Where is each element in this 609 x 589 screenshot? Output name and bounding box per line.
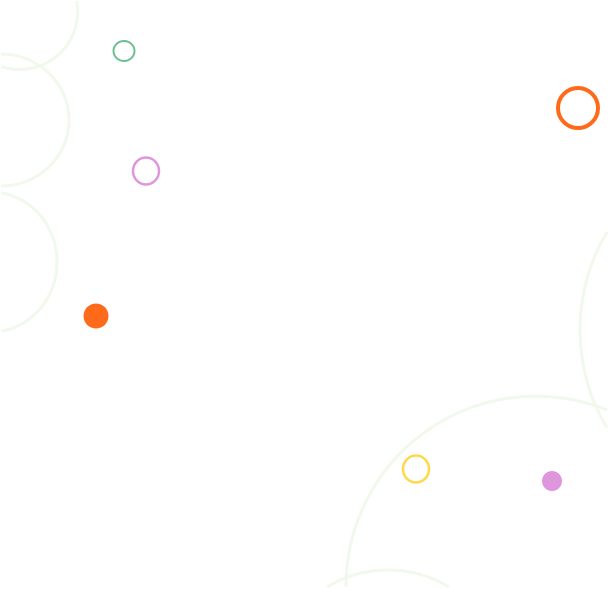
orange-dot bbox=[83, 303, 109, 329]
faint-ring bbox=[0, 52, 71, 188]
faint-ring bbox=[0, 191, 59, 333]
pink-dot bbox=[542, 471, 562, 491]
faint-ring bbox=[326, 568, 450, 589]
yellow-ring bbox=[401, 454, 431, 484]
faint-ring bbox=[578, 231, 609, 429]
pink-ring bbox=[131, 156, 161, 186]
green-ring bbox=[112, 40, 136, 62]
faint-ring bbox=[344, 394, 608, 588]
orange-ring bbox=[556, 86, 600, 130]
faint-ring bbox=[0, 0, 80, 71]
